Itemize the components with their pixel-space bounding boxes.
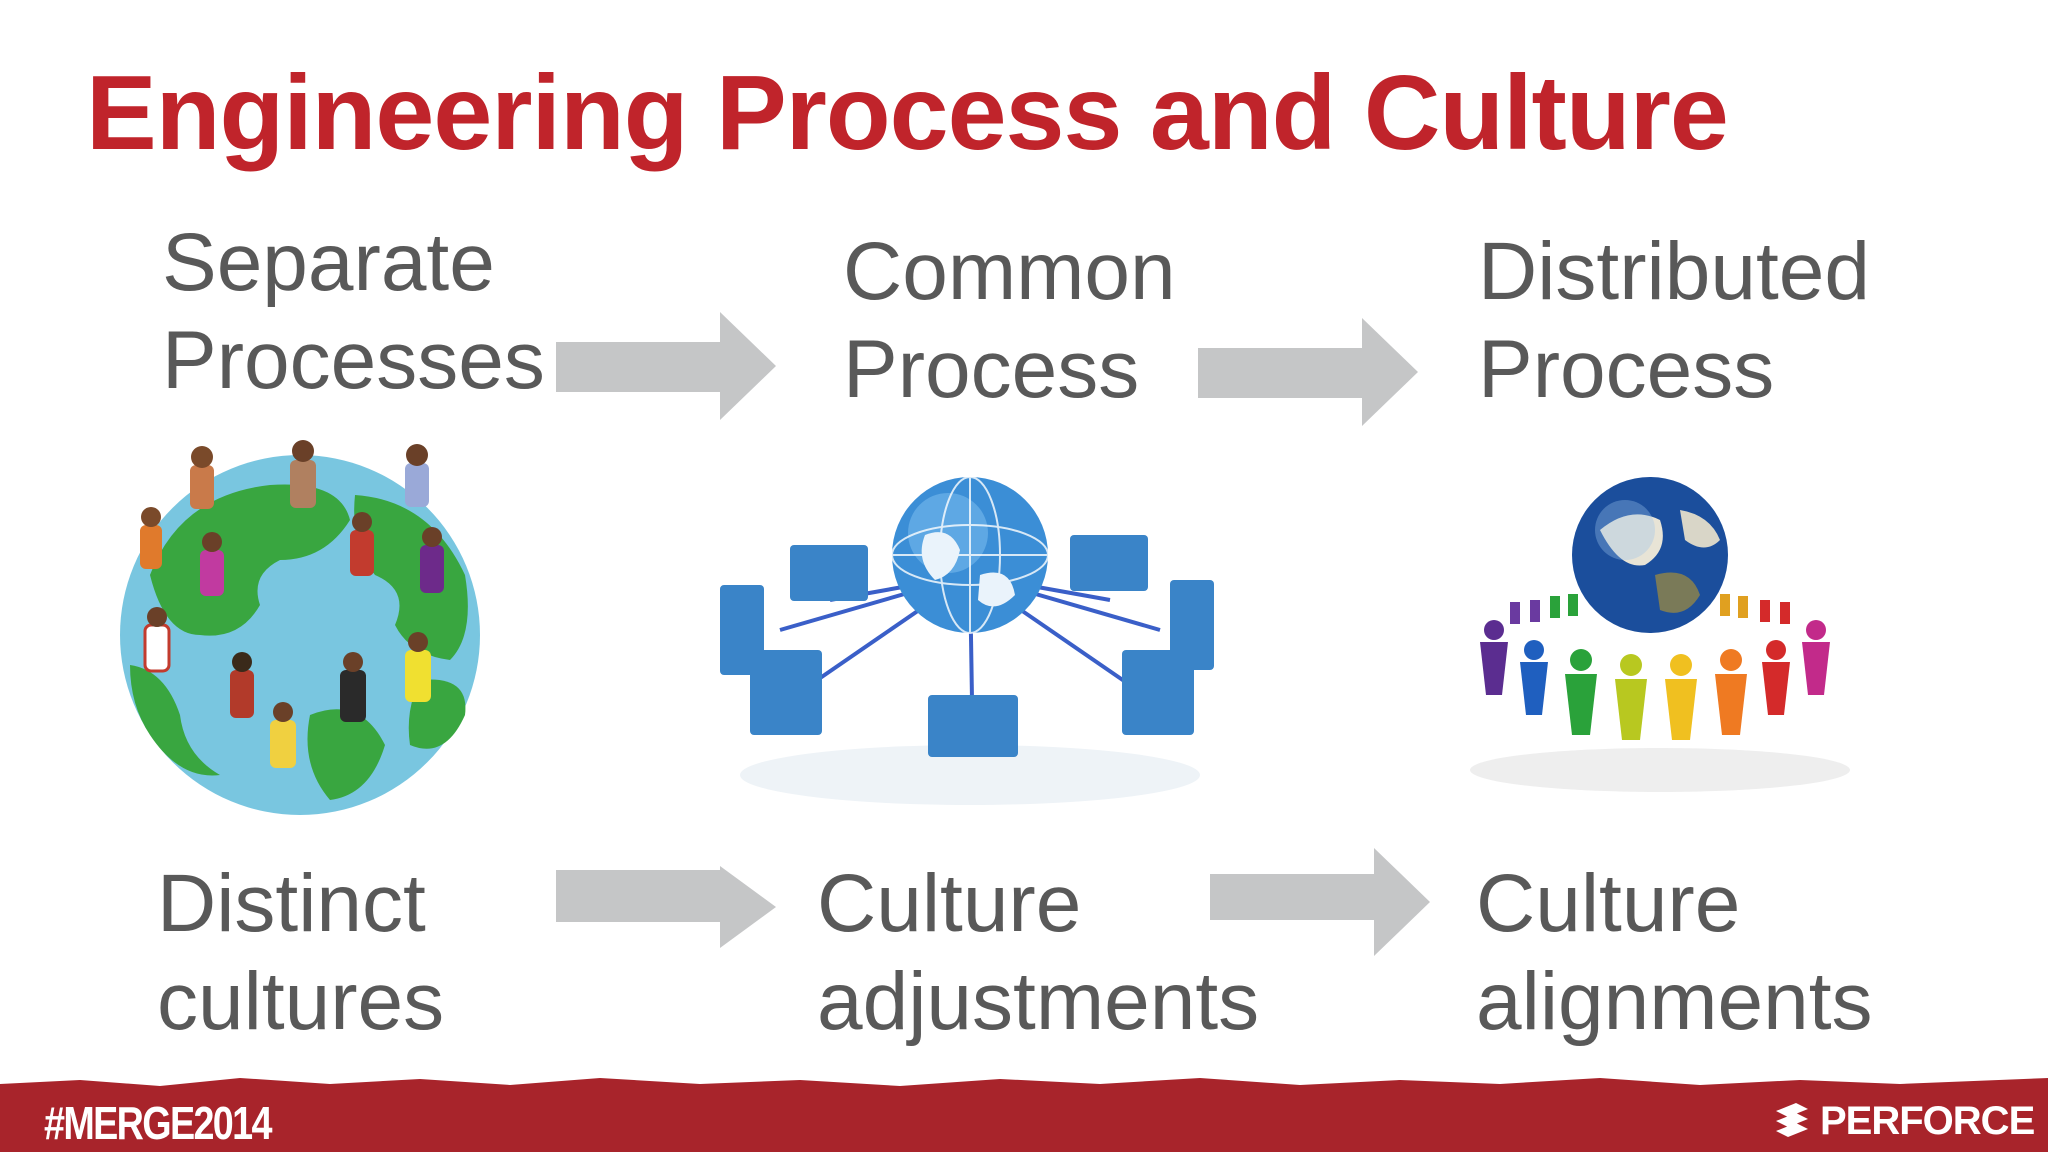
globe-network-image — [720, 476, 1214, 805]
label-common-process: Common Process — [843, 223, 1176, 418]
label-culture-alignments: Culture alignments — [1476, 855, 1873, 1050]
label-line: alignments — [1476, 955, 1873, 1047]
label-distributed-process: Distributed Process — [1478, 223, 1870, 418]
arrow-right-icon — [1210, 848, 1430, 956]
arrow-right-icon — [556, 866, 776, 948]
label-line: Culture — [1476, 858, 1741, 949]
label-line: Separate — [162, 217, 495, 308]
label-line: Distributed — [1478, 226, 1870, 317]
label-line: Processes — [162, 314, 545, 406]
label-line: Process — [1478, 323, 1775, 415]
label-line: Distinct — [157, 858, 426, 949]
label-separate-processes: Separate Processes — [162, 214, 545, 409]
perforce-logo-text: PERFORCE — [1820, 1098, 2035, 1143]
footer-hashtag: #MERGE2014 — [44, 1097, 272, 1149]
arrow-right-icon — [556, 312, 776, 420]
label-distinct-cultures: Distinct cultures — [157, 855, 444, 1050]
footer-band — [0, 1078, 2048, 1152]
label-line: cultures — [157, 955, 445, 1047]
globe-people-image — [120, 440, 480, 815]
label-line: Common — [843, 226, 1176, 317]
label-line: Process — [843, 323, 1140, 415]
arrow-right-icon — [1198, 318, 1418, 426]
label-line: Culture — [817, 858, 1082, 949]
perforce-logo-icon — [1776, 1103, 1808, 1137]
slide-title: Engineering Process and Culture — [86, 54, 1729, 172]
label-culture-adjustments: Culture adjustments — [817, 855, 1259, 1050]
perforce-logo: PERFORCE — [1772, 1098, 2035, 1144]
earth-people-ring-image — [1470, 477, 1850, 792]
label-line: adjustments — [817, 955, 1260, 1047]
